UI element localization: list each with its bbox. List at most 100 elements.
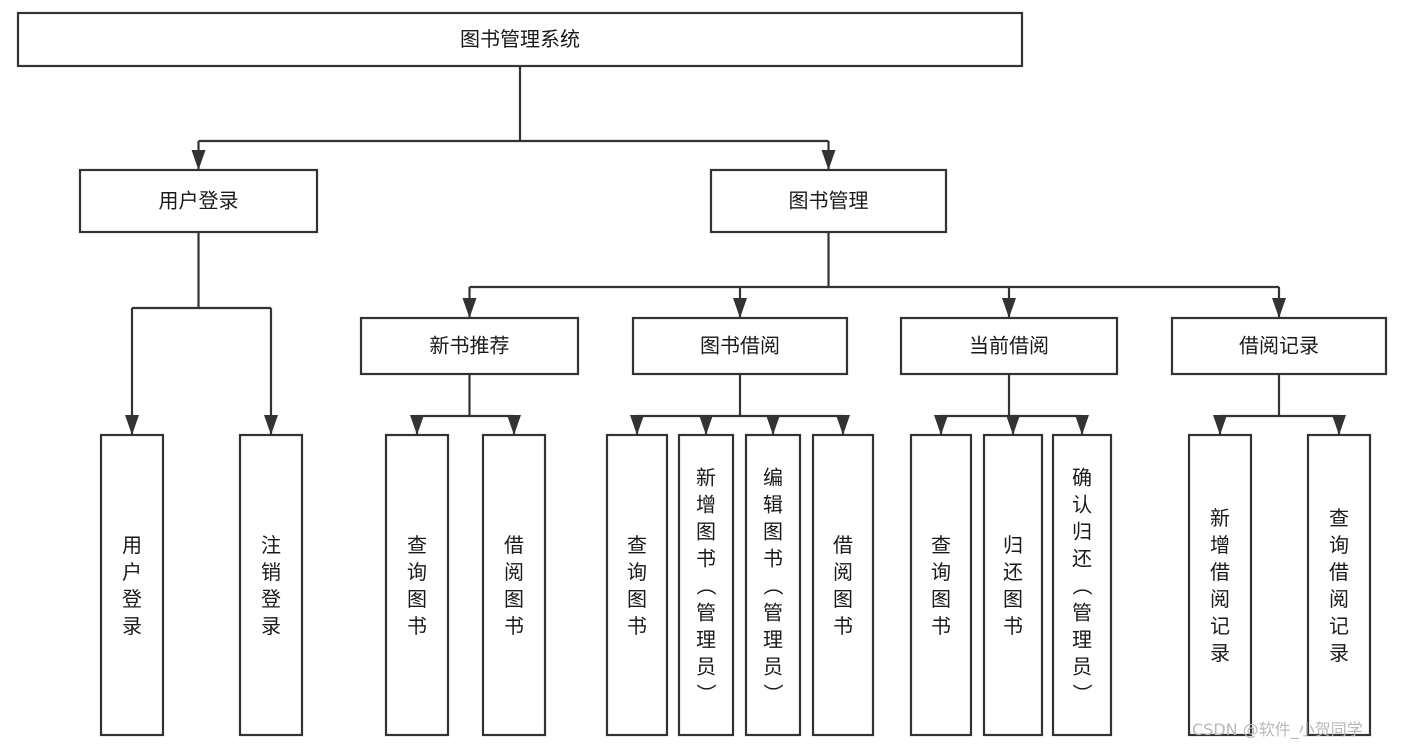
node-leaf-user-login[interactable]: 用户登录 <box>99 433 165 737</box>
node-label: 新书推荐 <box>430 334 510 358</box>
node-label-char: 图 <box>763 520 783 544</box>
node-label-char: 认 <box>1072 493 1092 517</box>
arrow-head <box>1213 415 1227 435</box>
node-label: 借阅记录 <box>1239 334 1319 358</box>
node-label-char: 图 <box>833 587 853 611</box>
node-label-char: 员 <box>696 655 716 679</box>
arrow-head <box>1006 415 1020 435</box>
node-label-char: 查 <box>931 533 951 557</box>
node-label-char: 查 <box>407 533 427 557</box>
node-label-char: 登 <box>122 587 142 611</box>
arrow-head <box>191 150 206 170</box>
node-label-char: 阅 <box>504 560 524 584</box>
node-label-char: 用 <box>122 533 142 557</box>
node-label-char: 书 <box>407 614 427 638</box>
node-label: 图书借阅 <box>700 334 780 358</box>
node-layer: 图书管理系统用户登录图书管理新书推荐图书借阅当前借阅借阅记录用户登录注销登录查询… <box>16 11 1388 737</box>
node-label-char: 归 <box>1003 533 1023 557</box>
node-label-char: 记 <box>1210 614 1230 638</box>
node-box <box>16 11 1024 68</box>
node-box <box>677 433 735 737</box>
node-new-book-rec[interactable]: 新书推荐 <box>359 316 580 376</box>
node-label-char: 书 <box>833 614 853 638</box>
node-label-char: 图 <box>627 587 647 611</box>
node-box <box>1187 433 1253 737</box>
node-book-borrow[interactable]: 图书借阅 <box>631 316 849 376</box>
csdn-watermark: CSDN @软件_小贺同学 <box>1192 720 1363 740</box>
arrow-head <box>766 415 780 435</box>
node-label-char: （ <box>761 576 785 596</box>
node-label-char: 借 <box>504 533 524 557</box>
arrow-head <box>462 298 477 318</box>
node-box <box>359 316 580 376</box>
arrow-head <box>1272 298 1286 318</box>
node-label-char: 阅 <box>833 560 853 584</box>
node-label-char: 询 <box>407 560 427 584</box>
node-label-char: 还 <box>1072 547 1092 571</box>
node-label-char: 阅 <box>1210 587 1230 611</box>
node-label-char: 书 <box>763 547 783 571</box>
node-box <box>238 433 304 737</box>
connector-layer <box>125 66 1346 435</box>
arrow-head <box>836 415 850 435</box>
node-label-char: 辑 <box>763 493 783 517</box>
node-box <box>78 168 319 234</box>
node-label-char: （ <box>1070 576 1094 596</box>
node-label: 图书管理系统 <box>460 27 580 51</box>
node-label-char: 增 <box>696 493 716 517</box>
node-user-login[interactable]: 用户登录 <box>78 168 319 234</box>
node-label-char: 询 <box>627 560 647 584</box>
node-label-char: 书 <box>627 614 647 638</box>
node-label-char: ） <box>1070 684 1094 704</box>
node-box <box>384 433 450 737</box>
node-box <box>744 433 802 737</box>
node-label-char: 查 <box>1329 506 1349 530</box>
node-label-char: 图 <box>696 520 716 544</box>
node-label-char: 归 <box>1072 520 1092 544</box>
node-label-char: 确 <box>1072 466 1092 490</box>
node-label-char: 书 <box>504 614 524 638</box>
node-label-char: 借 <box>1210 560 1230 584</box>
node-label-char: 销 <box>261 560 281 584</box>
node-label-char: 管 <box>696 601 716 625</box>
node-label-char: 查 <box>627 533 647 557</box>
node-label-char: 编 <box>763 466 783 490</box>
node-label-char: 员 <box>763 655 783 679</box>
node-label-char: 书 <box>931 614 951 638</box>
node-label-char: 询 <box>931 560 951 584</box>
node-box <box>631 316 849 376</box>
node-label-char: 理 <box>1072 628 1092 652</box>
node-box <box>982 433 1044 737</box>
arrow-head <box>699 415 713 435</box>
node-label-char: 借 <box>833 533 853 557</box>
node-borrow-record[interactable]: 借阅记录 <box>1170 316 1388 376</box>
node-book-manage[interactable]: 图书管理 <box>709 168 948 234</box>
arrow-head <box>821 150 836 170</box>
node-current-borrow[interactable]: 当前借阅 <box>899 316 1119 376</box>
node-label-char: （ <box>694 576 718 596</box>
node-label-char: 书 <box>696 547 716 571</box>
node-box <box>1306 433 1372 737</box>
node-box <box>481 433 547 737</box>
node-label-char: 新 <box>696 466 716 490</box>
arrow-head <box>733 298 747 318</box>
node-label-char: 阅 <box>1329 587 1349 611</box>
node-root[interactable]: 图书管理系统 <box>16 11 1024 68</box>
node-label: 用户登录 <box>159 189 239 213</box>
node-box <box>709 168 948 234</box>
arrow-head <box>1002 298 1016 318</box>
arrow-head <box>934 415 948 435</box>
